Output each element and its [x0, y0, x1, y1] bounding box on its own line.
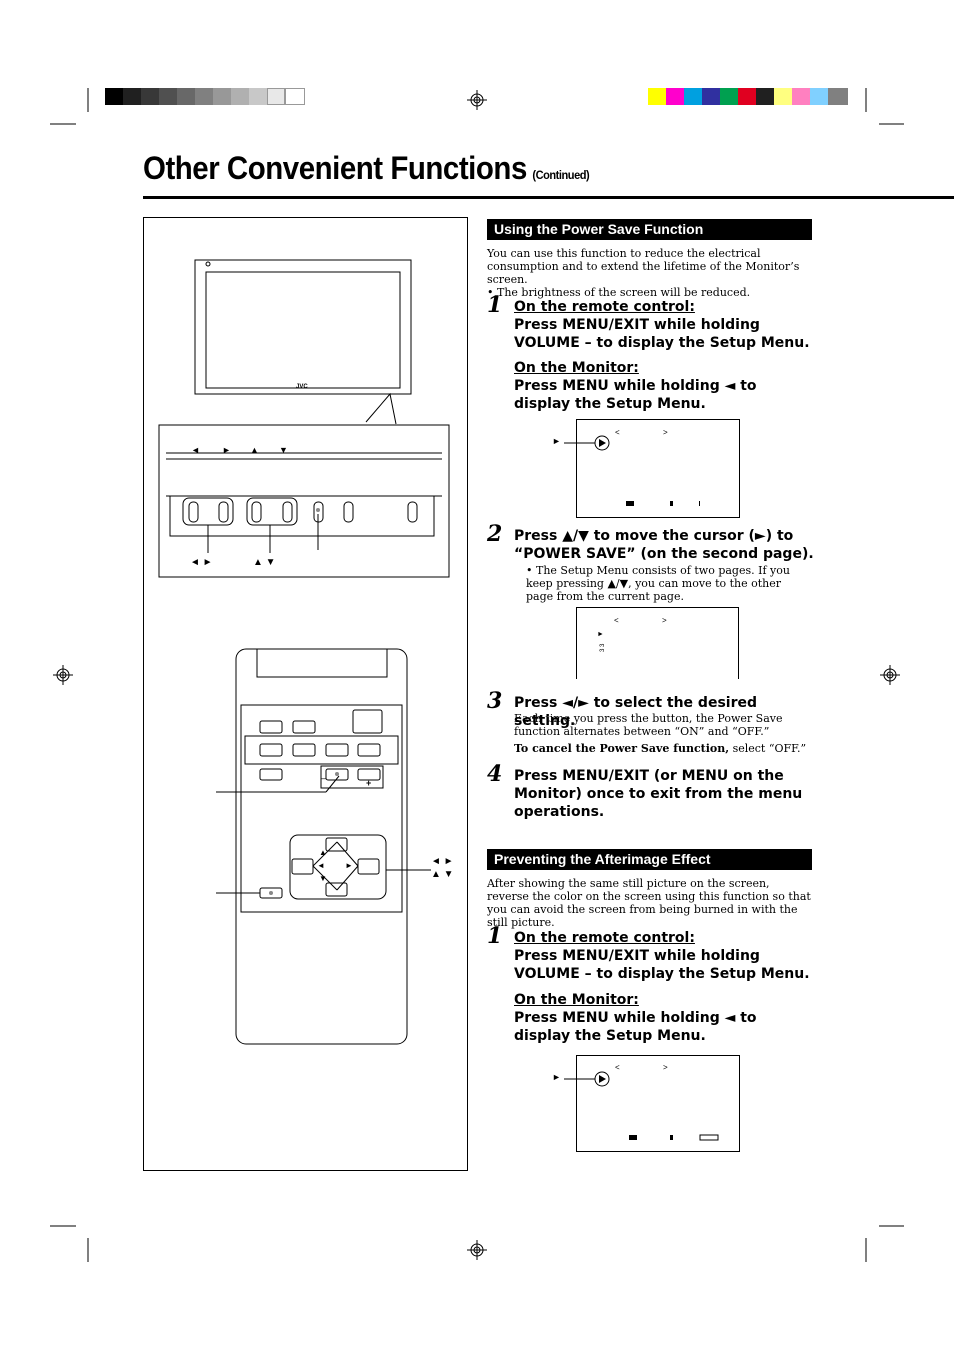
- gray-swatch: [267, 88, 285, 105]
- monitor-instruction: Press MENU while holding ◄ to display th…: [514, 1010, 757, 1044]
- cancel-note-bold: To cancel the Power Save function,: [514, 742, 730, 755]
- power-save-step2-note: • The Setup Menu consists of two pages. …: [526, 564, 790, 603]
- gray-swatch: [249, 88, 267, 105]
- page-title: Other Convenient Functions (Continued): [143, 150, 590, 187]
- page-left-marker: <: [614, 616, 619, 625]
- color-swatch: [774, 88, 792, 105]
- label-left-right: ◄ ►: [190, 557, 213, 568]
- setup-menu-screen-1-details: [564, 435, 700, 506]
- cursor-pointer: ►: [552, 1072, 561, 1082]
- cancel-note-rest: select “OFF.”: [729, 742, 807, 755]
- step-number: 1: [487, 923, 503, 949]
- power-save-step3-note: Each time you press the button, the Powe…: [514, 712, 783, 738]
- monitor-label: On the Monitor:: [514, 360, 639, 376]
- gray-swatch: [231, 88, 249, 105]
- title-rule: [143, 196, 954, 199]
- continued-label: (Continued): [532, 168, 590, 182]
- afterimage-step1: On the remote control: Press MENU/EXIT w…: [514, 929, 814, 1045]
- label-up-down: ▲ ▼: [253, 557, 276, 568]
- color-swatch: [756, 88, 774, 105]
- panel-arrow-up: ▲: [250, 445, 259, 455]
- setting-marker: 3 3: [600, 643, 606, 652]
- page-left-marker: <: [615, 1063, 620, 1072]
- power-save-step1: On the remote control: Press MENU/EXIT w…: [514, 298, 814, 413]
- color-swatch: [720, 88, 738, 105]
- remote-control-label: On the remote control:: [514, 299, 695, 315]
- step-number: 1: [487, 292, 503, 318]
- step-number: 4: [487, 761, 503, 787]
- monitor-label: On the Monitor:: [514, 992, 639, 1008]
- gray-swatch: [159, 88, 177, 105]
- page-title-text: Other Convenient Functions: [143, 150, 527, 186]
- registration-target-left: [53, 665, 73, 685]
- monitor-illustration: [158, 259, 450, 1045]
- monitor-brand-logo: JVC: [296, 384, 308, 390]
- remote-right-arrow: ►: [345, 861, 353, 870]
- remote-down-arrow: ▼: [319, 874, 327, 883]
- setup-menu-screen-1: [576, 419, 740, 518]
- color-swatch: [648, 88, 666, 105]
- gray-swatch: [213, 88, 231, 105]
- remote-left-arrow: ◄: [317, 861, 325, 870]
- remote-volume-plus: +: [366, 778, 372, 788]
- gray-swatch: [141, 88, 159, 105]
- remote-control-instruction: Press MENU/EXIT while holding VOLUME – t…: [514, 948, 810, 982]
- power-save-intro: You can use this function to reduce the …: [487, 247, 814, 299]
- step-number: 2: [487, 521, 503, 547]
- afterimage-intro: After showing the same still picture on …: [487, 877, 811, 929]
- page-right-marker: >: [663, 1063, 668, 1072]
- panel-arrow-right: ►: [222, 445, 231, 455]
- remote-volume-minus: –: [321, 773, 327, 783]
- remote-arrows-label: ◄ ► ▲ ▼: [431, 856, 454, 880]
- power-save-step3: Press ◄/► to select the desired setting.: [514, 695, 757, 729]
- power-save-intro-text: You can use this function to reduce the …: [487, 247, 800, 286]
- illustration-panel: ◄ ► ▲ ▼ JVC ◄ ► ▲ ▼ – + ▲ ▼ ◄ ► ◄ ► ▲ ▼: [143, 217, 468, 1171]
- power-save-intro-bullet: • The brightness of the screen will be r…: [487, 286, 751, 299]
- page-right-marker: >: [663, 428, 668, 437]
- page-left-marker: <: [615, 428, 620, 437]
- power-save-heading: Using the Power Save Function: [487, 219, 812, 240]
- remote-up-arrow: ▲: [319, 848, 327, 857]
- monitor-instruction: Press MENU while holding ◄ to display th…: [514, 378, 757, 412]
- setup-menu-screen-2: [576, 607, 739, 679]
- page-right-marker: >: [662, 616, 667, 625]
- color-swatch: [666, 88, 684, 105]
- registration-target-right: [880, 665, 900, 685]
- color-swatch: [738, 88, 756, 105]
- gray-swatch: [123, 88, 141, 105]
- cursor-pointer: ►: [552, 436, 561, 446]
- afterimage-heading: Preventing the Afterimage Effect: [487, 849, 812, 870]
- setup-menu-screen-3-details: [564, 1071, 719, 1141]
- power-save-step2: Press ▲/▼ to move the cursor (►) to “POW…: [514, 528, 814, 562]
- registration-target-top: [467, 90, 487, 110]
- color-swatch: [828, 88, 848, 105]
- panel-arrow-down: ▼: [279, 445, 288, 455]
- gray-swatch: [177, 88, 195, 105]
- color-swatch: [792, 88, 810, 105]
- gray-swatch: [285, 88, 305, 105]
- color-swatch: [702, 88, 720, 105]
- color-swatch: [684, 88, 702, 105]
- cursor-pointer: ►: [597, 631, 604, 638]
- color-swatch: [810, 88, 828, 105]
- remote-control-instruction: Press MENU/EXIT while holding VOLUME – t…: [514, 317, 810, 351]
- gray-swatch: [105, 88, 123, 105]
- power-save-step4: Press MENU/EXIT (or MENU on the Monitor)…: [514, 768, 803, 820]
- registration-target-bottom: [467, 1240, 487, 1260]
- step-number: 3: [487, 688, 503, 714]
- remote-control-label: On the remote control:: [514, 930, 695, 946]
- gray-swatch: [195, 88, 213, 105]
- panel-arrow-left: ◄: [191, 445, 200, 455]
- power-save-cancel-note: To cancel the Power Save function, selec…: [514, 742, 814, 755]
